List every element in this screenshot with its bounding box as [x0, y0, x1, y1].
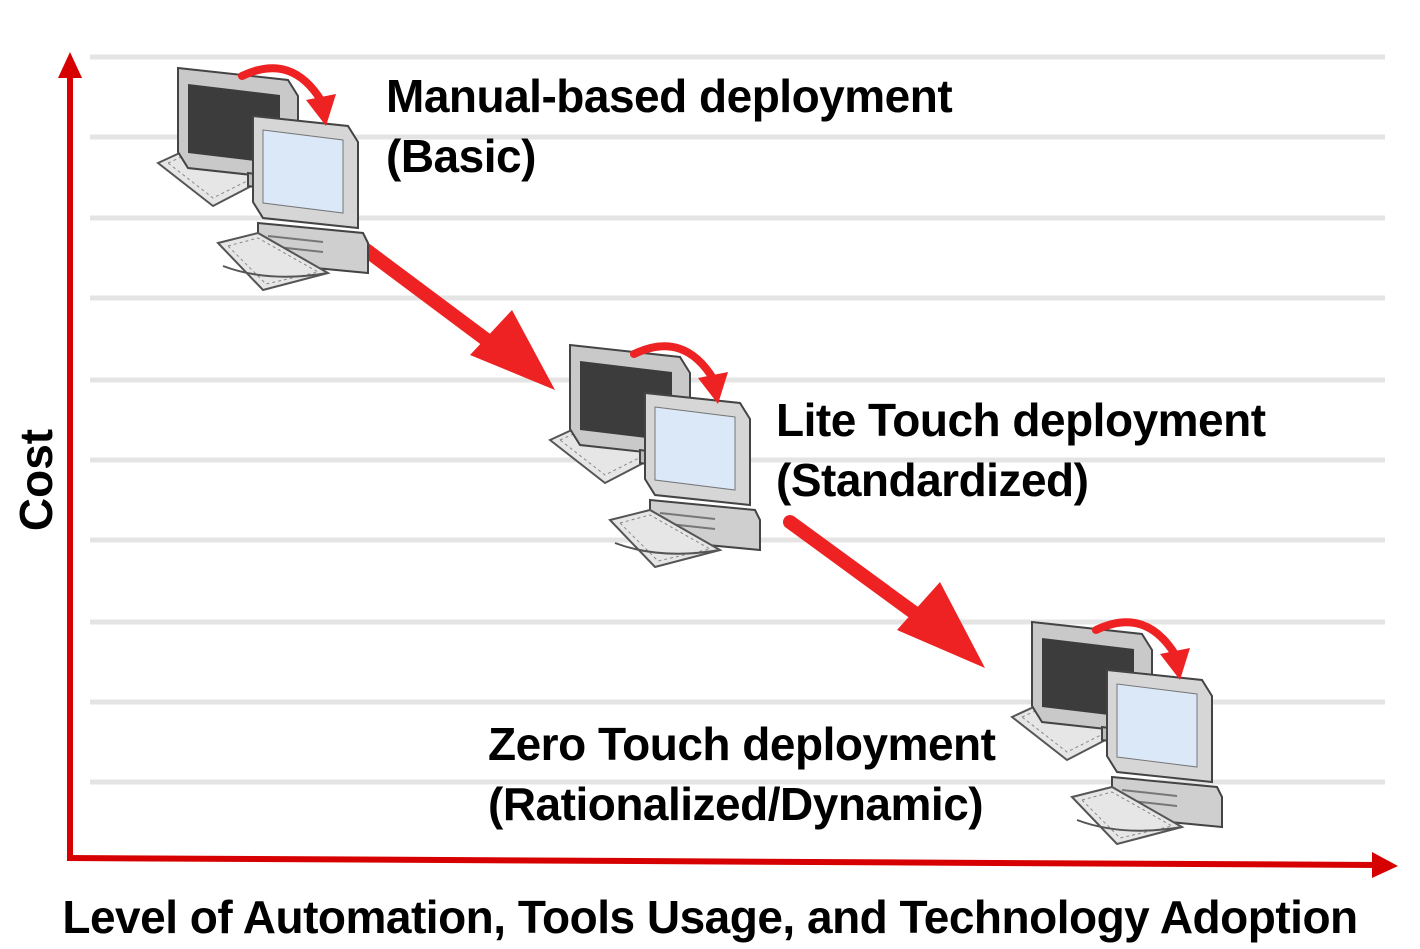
x-axis-line — [66, 855, 1379, 868]
x-axis-label: Level of Automation, Tools Usage, and Te… — [62, 891, 1358, 943]
stage-lite-touch-label: Lite Touch deployment (Standardized) — [776, 392, 1266, 508]
stage-zero-touch-label: Zero Touch deployment (Rationalized/Dyna… — [488, 716, 996, 832]
stage-subtitle: (Standardized) — [776, 454, 1089, 506]
x-axis-arrow-icon — [1372, 852, 1398, 878]
down-right-arrow-icon — [351, 237, 555, 390]
axes — [58, 52, 1398, 878]
down-right-arrow-icon — [783, 515, 985, 668]
y-axis-label: Cost — [10, 428, 62, 532]
stage-title: Lite Touch deployment — [776, 394, 1266, 446]
stage-subtitle: (Rationalized/Dynamic) — [488, 778, 984, 830]
computer-pair-icon — [1011, 621, 1223, 845]
stage-title: Zero Touch deployment — [488, 718, 996, 770]
stage-manual-label: Manual-based deployment (Basic) — [386, 68, 953, 184]
stage-title: Manual-based deployment — [386, 70, 953, 122]
stage-subtitle: (Basic) — [386, 130, 536, 182]
computer-pair-icon — [157, 67, 369, 291]
y-axis-arrow-icon — [58, 52, 82, 78]
